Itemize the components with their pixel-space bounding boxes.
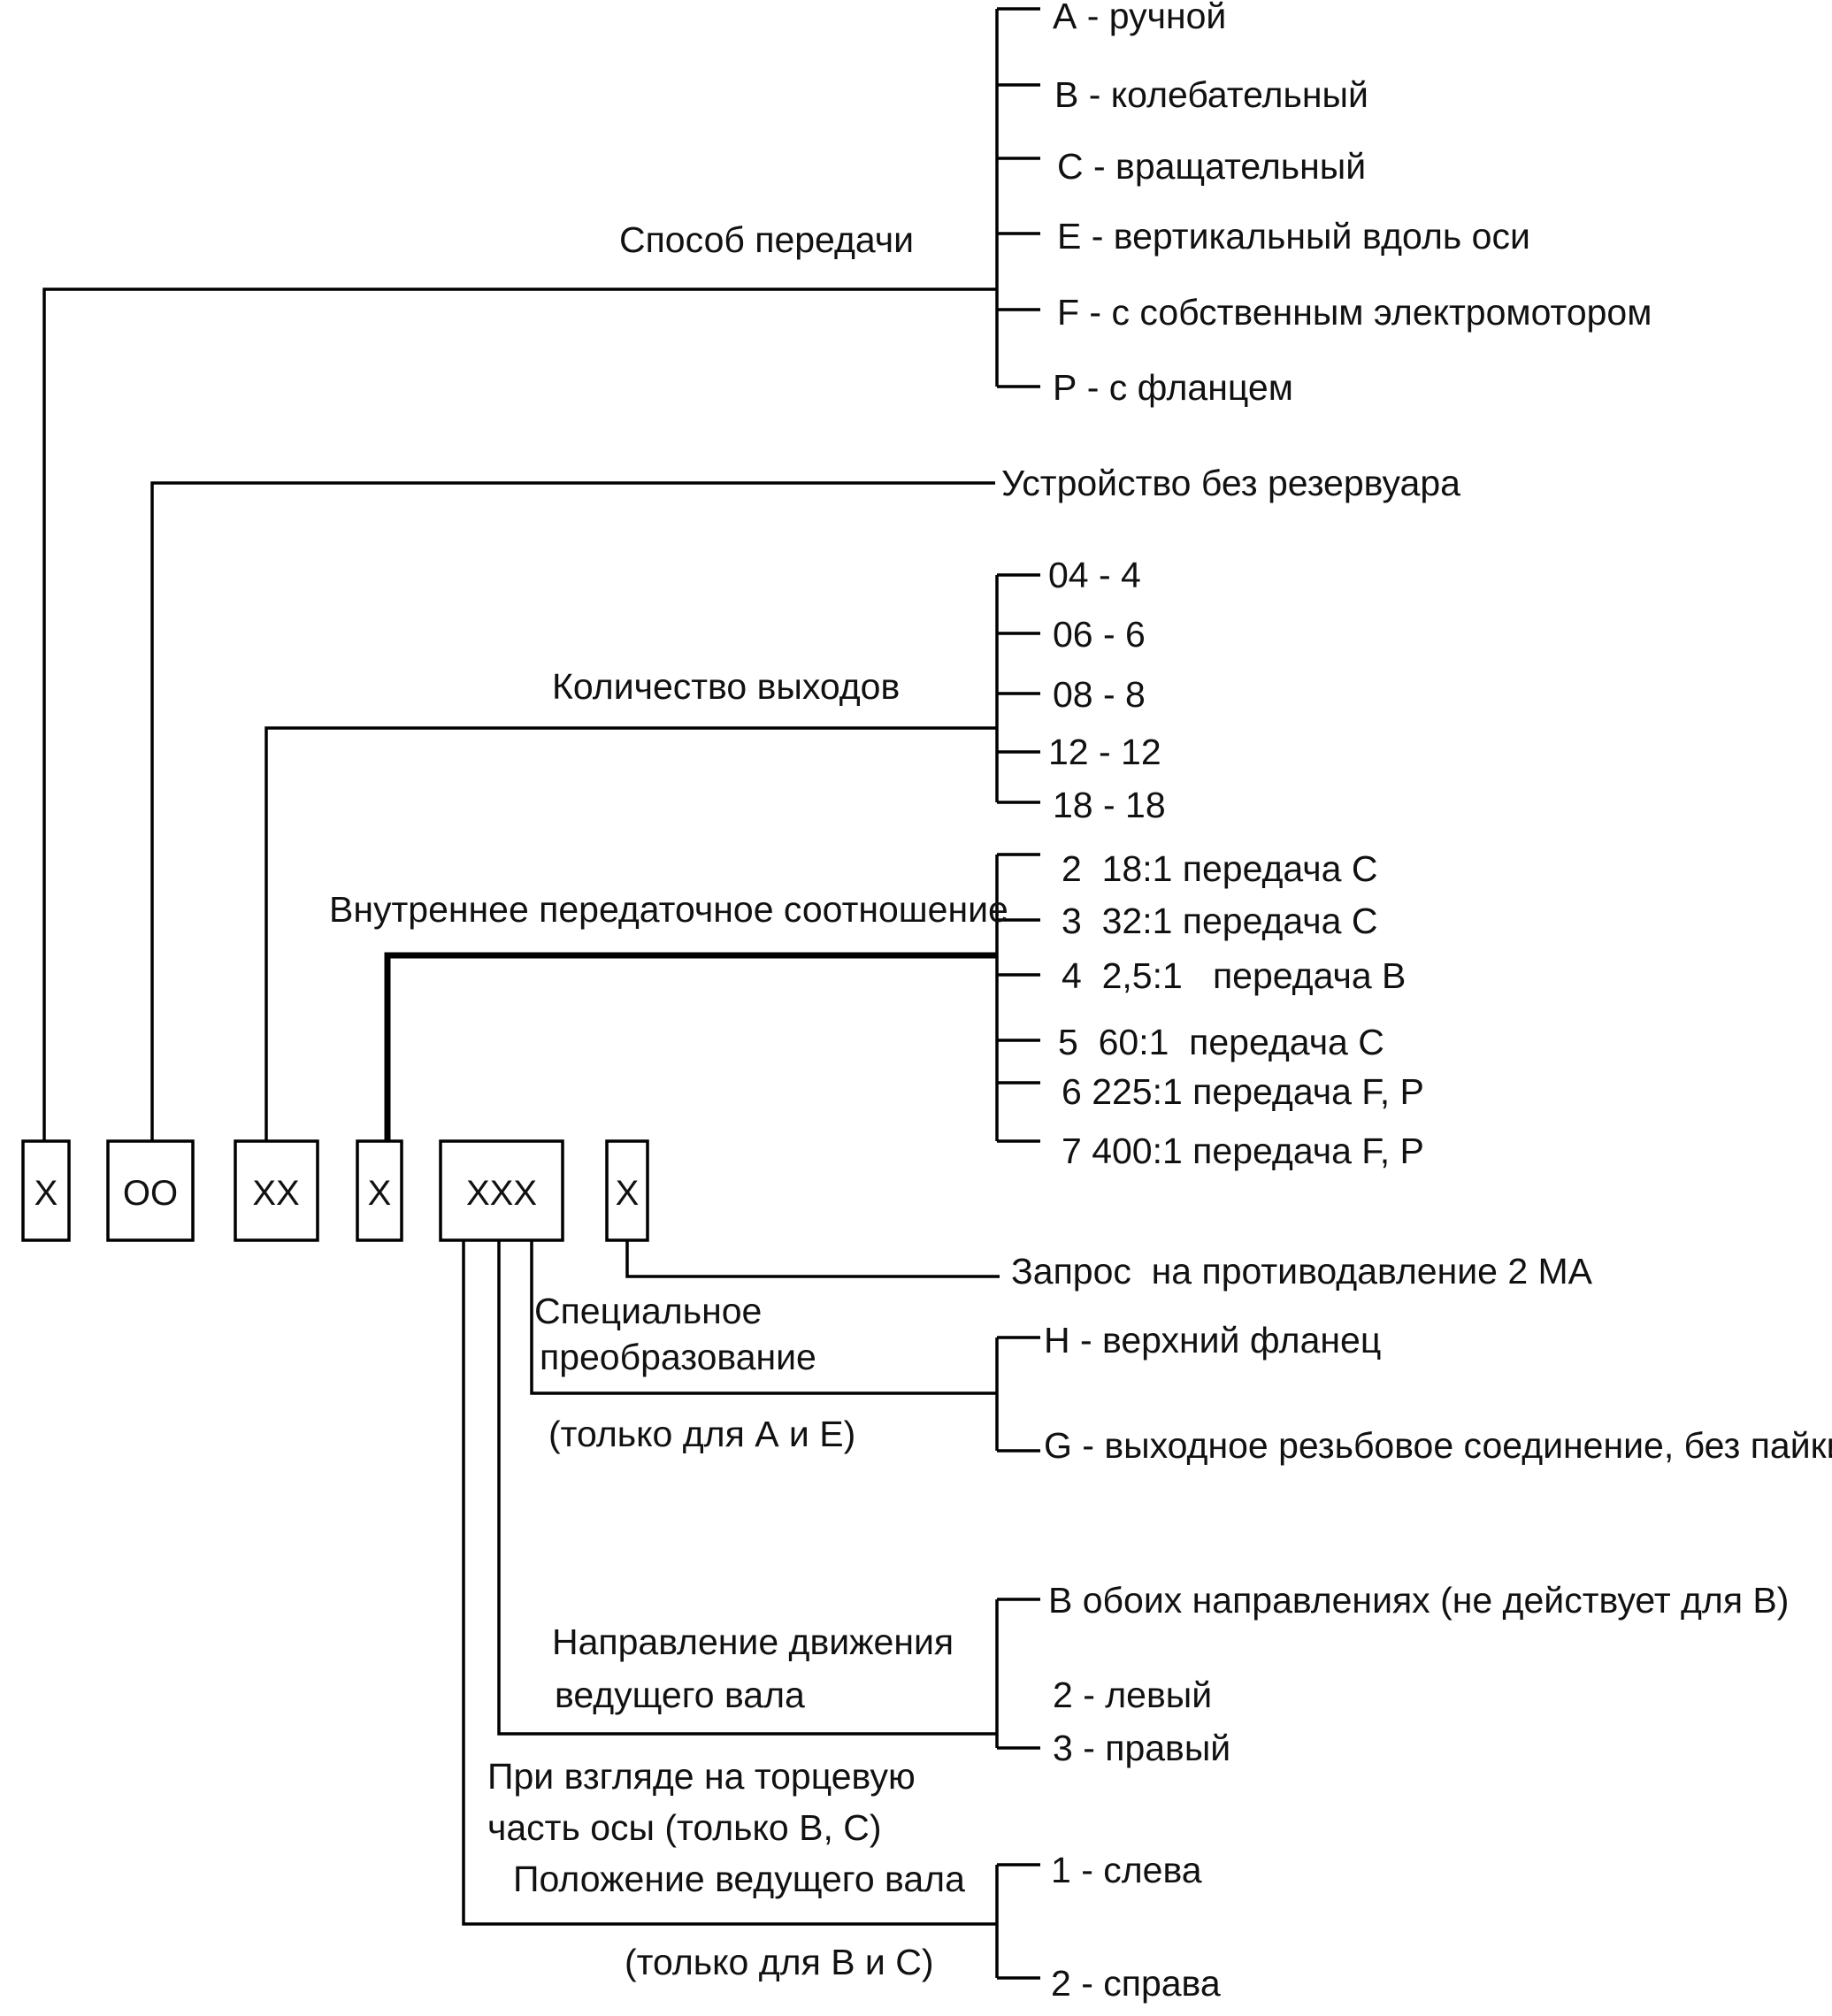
option-special-g: G - выходное резьбовое соединение, без п… [1044,1425,1832,1466]
group-gear-ratio: Внутреннее передаточное соотношение 2 18… [329,848,1424,1171]
option-shaft-position-right: 2 - справа [1051,1963,1221,2004]
bracket-special [995,1336,1040,1453]
connector-shaft-direction [497,1240,997,1736]
group-transfer-method: Способ передачи А - ручной В - колебател… [42,0,1652,1141]
option-gear-ratio-4: 4 2,5:1 передача В [1062,955,1406,996]
option-shaft-direction-right: 3 - правый [1053,1728,1230,1768]
option-outputs-04: 04 - 4 [1048,555,1141,595]
option-gear-ratio-6: 6 225:1 передача F, Р [1062,1071,1424,1112]
option-gear-ratio-2: 2 18:1 передача С [1062,848,1377,889]
note-shaft-direction-line2: часть осы (только В, С) [487,1807,882,1848]
code-box-reservoir-label: OO [123,1174,178,1213]
option-shaft-direction-left: 2 - левый [1053,1675,1212,1715]
code-box-special: XXX [439,1139,564,1242]
title-special-line1: Специальное [534,1291,762,1331]
title-back-pressure: Запрос на противодавление 2 МА [1011,1251,1593,1292]
group-shaft-position: Положение ведущего вала (только для В и … [462,1240,1221,2004]
connector-no-reservoir [150,481,995,1141]
group-no-reservoir: Устройство без резервуара [150,463,1460,1141]
connector-shaft-position [462,1240,997,1926]
option-shaft-position-left: 1 - слева [1051,1850,1202,1890]
option-transfer-method-f: F - с собственным электромотором [1057,292,1652,333]
note-special: (только для А и Е) [548,1414,855,1454]
title-no-reservoir: Устройство без резервуара [1001,463,1460,503]
option-outputs-12: 12 - 12 [1048,732,1161,772]
group-shaft-direction: Направление движения ведущего вала При в… [487,1240,1789,1848]
bracket-outputs [995,573,1040,804]
option-special-h: Н - верхний фланец [1044,1320,1381,1361]
title-special-line2: преобразование [540,1337,816,1377]
code-boxes: X OO XX X XXX X [21,1139,649,1242]
code-box-method-label: X [34,1174,58,1213]
connector-gear-ratio [384,952,997,1141]
title-transfer-method: Способ передачи [619,219,914,260]
note-shaft-direction-line1: При взгляде на торцевую [487,1756,916,1797]
connector-transfer-method [42,287,997,1141]
code-box-outputs: XX [234,1139,319,1242]
group-back-pressure: Запрос на противодавление 2 МА [625,1240,1593,1292]
code-box-reservoir: OO [106,1139,195,1242]
code-box-ratio-label: X [368,1174,392,1213]
title-shaft-direction-line1: Направление движения [552,1621,954,1662]
option-transfer-method-e: Е - вертикальный вдоль оси [1057,216,1530,257]
title-shaft-direction-line2: ведущего вала [555,1675,805,1715]
option-transfer-method-b: В - колебательный [1054,74,1368,115]
bracket-shaft-position [995,1863,1040,1980]
option-outputs-18: 18 - 18 [1053,785,1166,825]
bracket-shaft-direction [995,1598,1040,1750]
option-outputs-06: 06 - 6 [1053,614,1146,655]
option-transfer-method-c: С - вращательный [1057,146,1366,187]
group-special: Специальное преобразование (только для А… [530,1240,1832,1466]
connector-back-pressure [625,1240,1000,1278]
option-outputs-08: 08 - 8 [1053,674,1146,715]
code-box-method: X [21,1139,71,1242]
note-shaft-position: (только для В и С) [625,1942,933,1982]
code-box-outputs-label: XX [252,1174,299,1213]
connector-special [530,1240,997,1395]
option-gear-ratio-5: 5 60:1 передача С [1058,1022,1384,1062]
code-box-pressure-label: X [616,1174,640,1213]
option-transfer-method-p: Р - с фланцем [1053,367,1293,408]
option-transfer-method-a: А - ручной [1053,0,1226,36]
code-box-pressure: X [605,1139,649,1242]
connector-outputs [264,726,997,1141]
code-box-special-label: XXX [466,1174,537,1213]
bracket-transfer-method [995,7,1040,388]
bracket-gear-ratio [995,853,1040,1143]
title-outputs: Количество выходов [552,666,900,707]
option-gear-ratio-7: 7 400:1 передача F, Р [1062,1131,1424,1171]
title-gear-ratio: Внутреннее передаточное соотношение [329,889,1008,930]
code-box-ratio: X [356,1139,403,1242]
group-outputs: Количество выходов 04 - 4 06 - 6 08 - 8 … [264,555,1166,1141]
title-shaft-position: Положение ведущего вала [513,1859,965,1899]
option-gear-ratio-3: 3 32:1 передача С [1062,901,1377,941]
option-shaft-direction-both: В обоих направлениях (не действует для В… [1048,1580,1789,1621]
